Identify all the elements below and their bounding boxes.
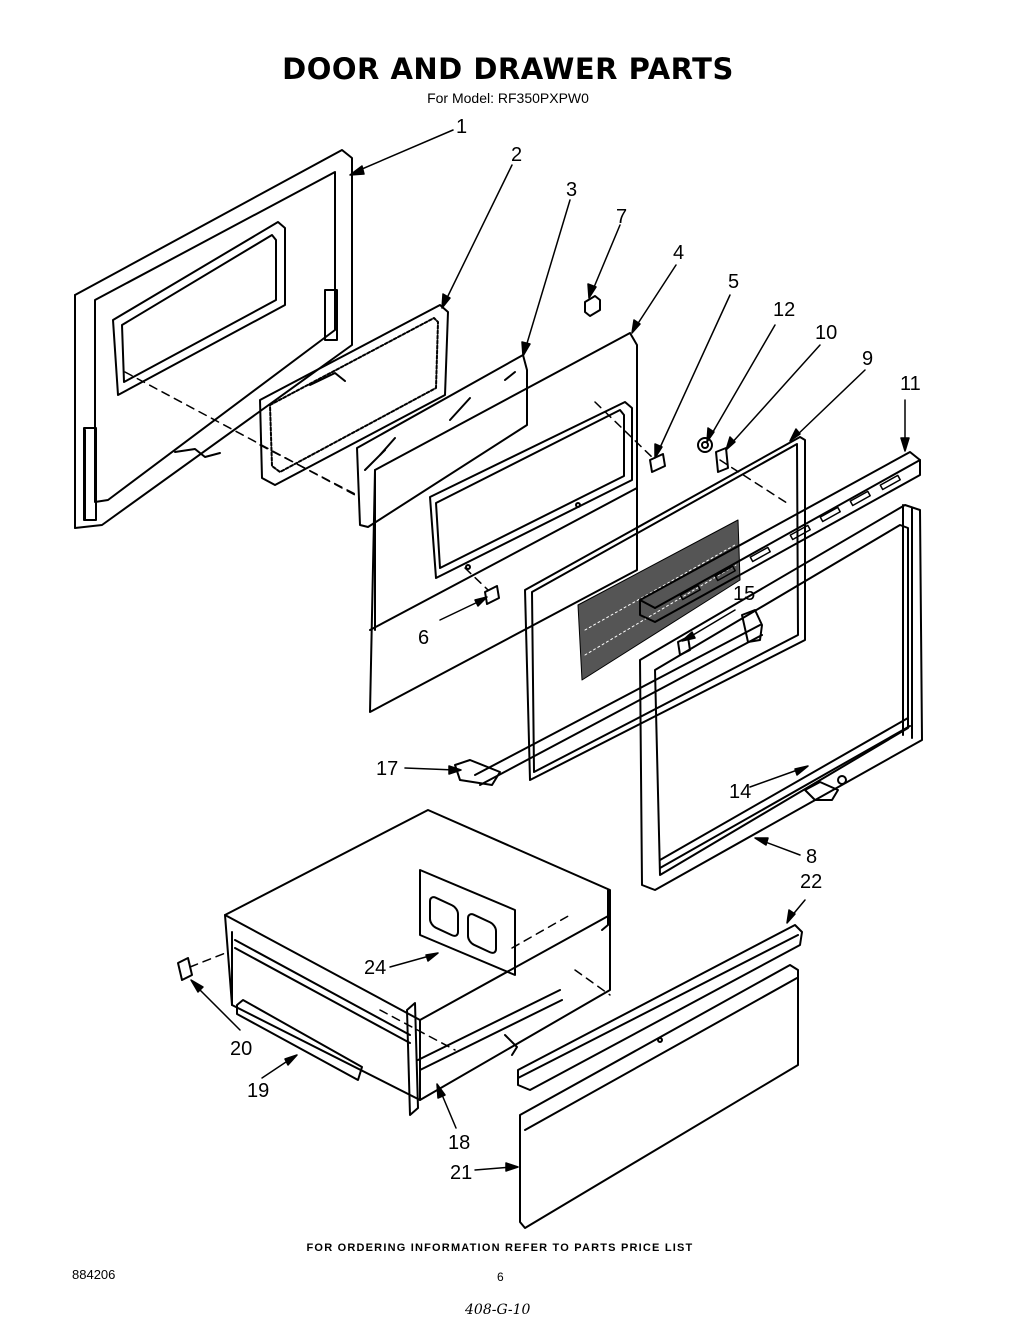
callout-3: 3 — [566, 179, 578, 201]
part-24-bracket — [420, 870, 515, 975]
ordering-info-note: FOR ORDERING INFORMATION REFER TO PARTS … — [306, 1242, 694, 1254]
part-20-glide — [178, 958, 192, 980]
callout-24: 24 — [364, 957, 387, 979]
part-9-window-panel — [525, 437, 805, 780]
page-number: 6 — [497, 1270, 504, 1284]
callout-15: 15 — [733, 583, 756, 605]
callout-17: 17 — [376, 758, 399, 780]
drawer-box — [225, 810, 610, 1115]
callout-1: 1 — [456, 116, 468, 138]
part-3-glass — [357, 355, 527, 527]
callout-20: 20 — [230, 1038, 253, 1060]
callout-8: 8 — [806, 846, 818, 868]
part-6-clip — [485, 586, 499, 604]
page-title: DOOR AND DRAWER PARTS — [282, 52, 734, 86]
callout-7: 7 — [616, 206, 628, 228]
part-14-latch — [805, 776, 846, 800]
callout-12: 12 — [773, 299, 796, 321]
callout-11: 11 — [900, 373, 921, 395]
callout-4: 4 — [673, 242, 685, 264]
callout-2: 2 — [511, 144, 523, 166]
part-15-handle-rail — [475, 610, 762, 785]
callout-21: 21 — [450, 1162, 473, 1184]
part-21-drawer-front — [520, 965, 798, 1228]
part-4-inner-door-panel — [370, 333, 637, 712]
part-2-gasket — [260, 305, 448, 485]
part-7-bumper — [585, 296, 600, 316]
document-number: 884206 — [72, 1267, 116, 1282]
part-22-trim — [518, 925, 802, 1090]
vent-slots — [680, 475, 900, 599]
part-12-nut — [698, 438, 712, 452]
assembly-dashed-lines — [125, 372, 790, 1050]
part-5-clip — [650, 454, 665, 472]
part-1-outer-door-panel — [75, 150, 352, 528]
mesh-screen — [578, 520, 740, 680]
callout-19: 19 — [247, 1080, 270, 1102]
callout-18: 18 — [448, 1132, 471, 1154]
handwritten-note: 408-G-10 — [465, 1302, 531, 1318]
callout-6: 6 — [418, 627, 430, 649]
callout-10: 10 — [815, 322, 838, 344]
callout-14: 14 — [729, 781, 752, 803]
callout-5: 5 — [728, 271, 740, 293]
callout-leaders — [191, 130, 909, 1171]
part-10-bracket — [716, 448, 728, 472]
part-18-rail — [418, 990, 562, 1070]
part-11-vent-trim — [640, 452, 920, 622]
callout-9: 9 — [862, 348, 874, 370]
part-17-bracket — [455, 760, 500, 785]
model-subtitle: For Model: RF350PXPW0 — [427, 90, 589, 106]
part-19-rail — [237, 1000, 362, 1080]
callout-22: 22 — [800, 871, 823, 893]
part-8-door-frame — [640, 505, 922, 890]
